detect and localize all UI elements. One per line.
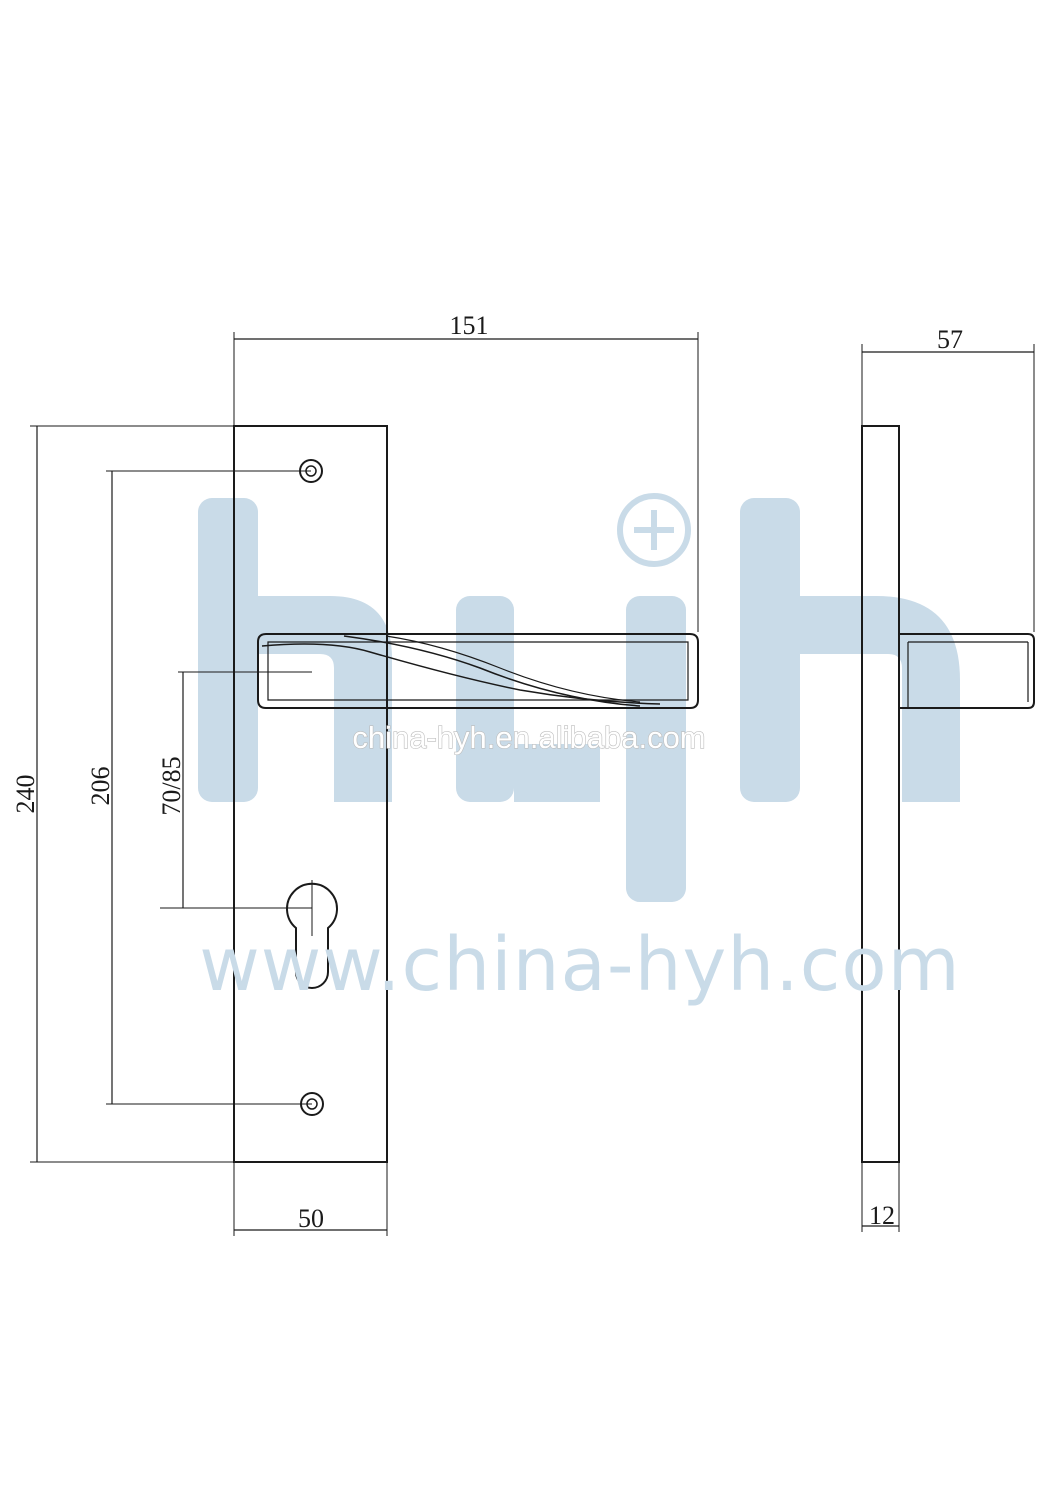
side-view	[861, 425, 1035, 1163]
dim-151-label: 151	[450, 311, 489, 340]
handle-inner-outline	[267, 641, 689, 701]
watermark-h-stem	[198, 498, 258, 802]
dim-50-label: 50	[298, 1204, 324, 1233]
watermark-h-arch	[258, 596, 392, 802]
dim-backset-label: 70/85	[157, 756, 186, 815]
watermark-h2-arch	[800, 596, 960, 802]
watermark-h2-stem	[740, 498, 800, 802]
dim-206-label: 206	[86, 767, 115, 806]
watermark-y-right	[626, 596, 686, 902]
handle-outline	[257, 633, 699, 709]
dim-57-label: 57	[937, 325, 963, 354]
watermark-logo	[198, 493, 960, 902]
side-handle-outline	[899, 633, 1035, 709]
watermark-url-small: china-hyh.en.alibaba.com	[352, 720, 705, 755]
side-plate-outline	[861, 425, 900, 1163]
dimension-lines	[30, 332, 1035, 1236]
dimension-labels: 151 57 50 12 240 206 70/85	[11, 311, 963, 1233]
cylinder-keyhole	[286, 882, 338, 989]
handle-twist-curve-2	[343, 635, 641, 707]
watermark-circle-icon	[617, 493, 691, 567]
watermark-url-large: www.china-hyh.com	[199, 922, 961, 1008]
watermark-y-left	[456, 596, 514, 802]
dim-12-label: 12	[869, 1201, 895, 1230]
handle-twist-curve-3	[385, 635, 641, 703]
plate-outline	[233, 425, 388, 1163]
dim-240-label: 240	[11, 775, 40, 814]
lever-handle	[257, 633, 699, 709]
watermark-y-base	[514, 744, 600, 802]
